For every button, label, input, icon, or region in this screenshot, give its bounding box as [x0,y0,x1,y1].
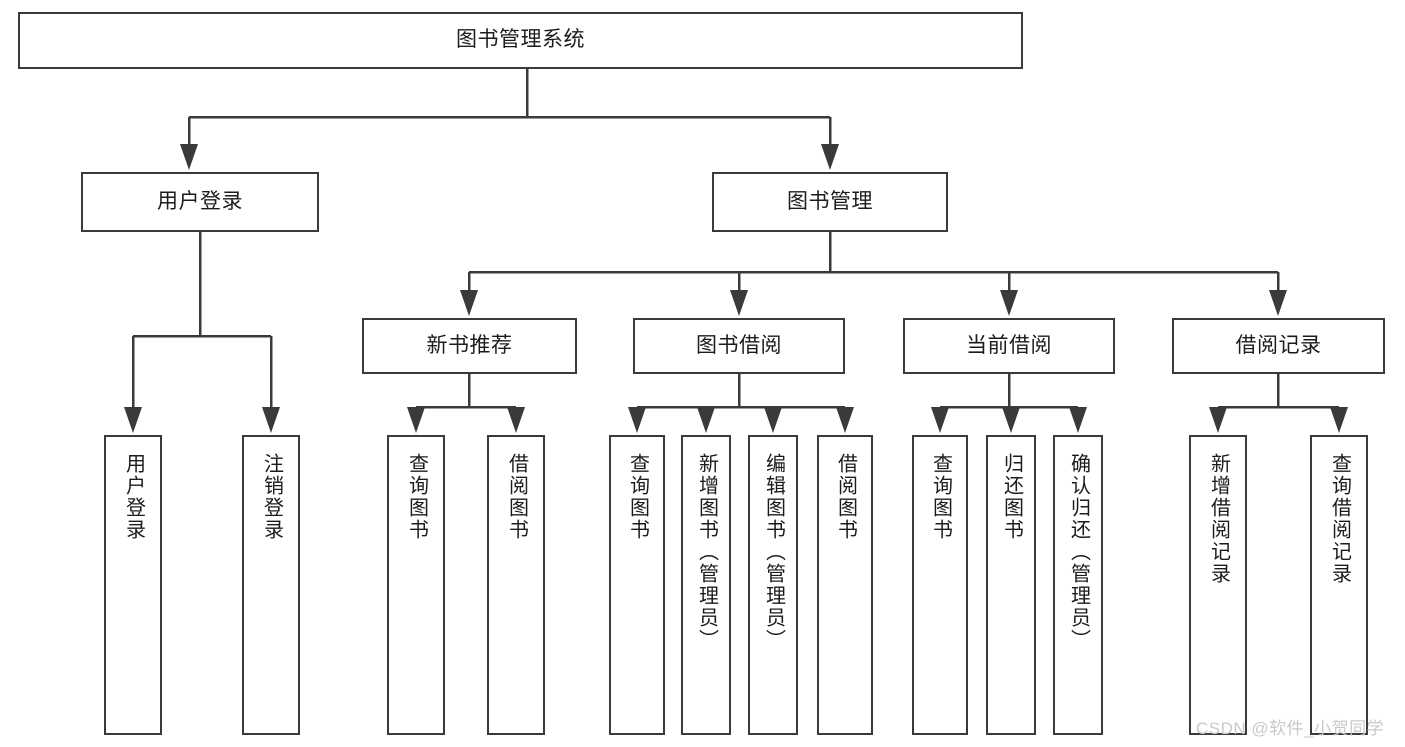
node-bookmgmt[interactable]: 图书管理 [712,172,948,232]
node-label: 用户登录 [122,453,145,541]
node-label: 新增图书（管理员） [695,453,718,651]
node-l13[interactable]: 查询借阅记录 [1310,435,1368,735]
node-label: 查询图书 [626,453,649,541]
node-label: 图书管理 [787,189,873,213]
node-login[interactable]: 用户登录 [81,172,319,232]
node-label: 借阅记录 [1235,333,1322,357]
node-label: 当前借阅 [966,333,1052,357]
node-label: 借阅图书 [505,453,528,541]
node-label: 图书管理系统 [456,28,585,52]
node-l5[interactable]: 查询图书 [609,435,665,735]
node-newbook[interactable]: 新书推荐 [362,318,577,374]
node-label: 查询借阅记录 [1328,453,1351,585]
node-l2[interactable]: 注销登录 [242,435,300,735]
watermark: CSDN @软件_小贺同学 [1196,719,1385,738]
node-l3[interactable]: 查询图书 [387,435,445,735]
node-label: 查询图书 [405,453,428,541]
node-label: 查询图书 [929,453,952,541]
node-label: 用户登录 [157,189,243,213]
node-label: 借阅图书 [834,453,857,541]
node-current[interactable]: 当前借阅 [903,318,1115,374]
node-label: 编辑图书（管理员） [762,453,785,651]
node-l7[interactable]: 编辑图书（管理员） [748,435,798,735]
node-l11[interactable]: 确认归还（管理员） [1053,435,1103,735]
node-root[interactable]: 图书管理系统 [18,12,1023,69]
node-l10[interactable]: 归还图书 [986,435,1036,735]
node-label: 归还图书 [1000,453,1023,541]
node-label: 图书借阅 [696,333,782,357]
node-l12[interactable]: 新增借阅记录 [1189,435,1247,735]
node-l9[interactable]: 查询图书 [912,435,968,735]
node-record[interactable]: 借阅记录 [1172,318,1385,374]
node-l8[interactable]: 借阅图书 [817,435,873,735]
node-l1[interactable]: 用户登录 [104,435,162,735]
node-label: 注销登录 [260,453,283,541]
node-l6[interactable]: 新增图书（管理员） [681,435,731,735]
node-label: 新增借阅记录 [1207,453,1230,585]
node-label: 确认归还（管理员） [1067,453,1090,651]
node-borrow[interactable]: 图书借阅 [633,318,845,374]
node-label: 新书推荐 [426,333,513,357]
node-l4[interactable]: 借阅图书 [487,435,545,735]
